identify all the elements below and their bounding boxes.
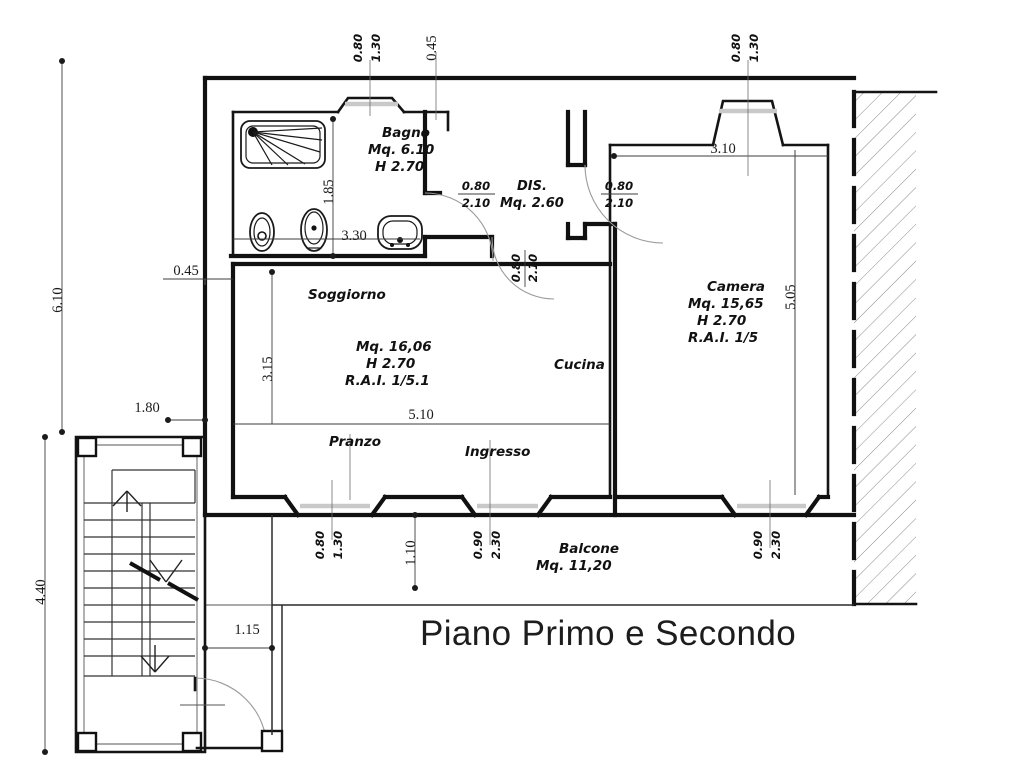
stair-up-arrow bbox=[112, 490, 142, 512]
wc-fixture bbox=[300, 208, 328, 252]
balcone-area: Mq. 11,20 bbox=[536, 558, 612, 574]
pillar bbox=[181, 731, 203, 753]
pillar bbox=[76, 731, 98, 753]
camera-height: H 2.70 bbox=[697, 313, 746, 329]
opening-width: 0.90 bbox=[471, 531, 485, 559]
opening-label-camera-window: 0.80 1.30 bbox=[729, 34, 761, 62]
dim-soggiorno-vertical: 3.15 bbox=[260, 356, 276, 381]
dim-stair-width: 1.80 bbox=[134, 400, 159, 416]
shower-fixture bbox=[240, 120, 326, 169]
room-label-balcone: Balcone Mq. 11,20 bbox=[536, 541, 619, 574]
adjoining-building-hatch bbox=[851, 89, 938, 607]
bagno-height: H 2.70 bbox=[375, 159, 424, 175]
bottom-wall-openings bbox=[282, 494, 831, 518]
opening-height: 2.30 bbox=[489, 531, 503, 559]
bidet-fixture bbox=[249, 212, 275, 252]
washbasin-fixture bbox=[377, 215, 423, 250]
room-label-soggiorno: Soggiorno Mq. 16,06 H 2.70 R.A.I. 1/5.1 bbox=[308, 287, 432, 389]
pillar bbox=[76, 436, 98, 458]
dim-offset-left-top: 0.45 bbox=[424, 35, 440, 60]
dim-stair-offset: 1.15 bbox=[234, 622, 259, 638]
opening-label-pranzo-window: 0.80 1.30 bbox=[313, 531, 345, 559]
camera-name: Camera bbox=[707, 279, 765, 295]
dim-soggiorno-horizontal: 5.10 bbox=[408, 407, 433, 423]
camera-area: Mq. 15,65 bbox=[688, 296, 764, 312]
bagno-name: Bagno bbox=[382, 125, 430, 141]
opening-label-dis-soggiorno-door: 0.80 2.10 bbox=[509, 250, 540, 287]
opening-label-bagno-window: 0.80 1.30 bbox=[351, 34, 383, 62]
opening-width: 0.80 bbox=[605, 179, 633, 193]
dis-name: DIS. bbox=[517, 179, 547, 194]
room-label-bagno: Bagno Mq. 6.10 H 2.70 bbox=[368, 125, 434, 175]
dis-area: Mq. 2.60 bbox=[500, 196, 564, 211]
room-label-cucina: Cucina bbox=[554, 357, 605, 373]
soggiorno-height: H 2.70 bbox=[366, 356, 415, 372]
dim-left-overall: 6.10 bbox=[50, 287, 66, 312]
dim-balcony-depth: 1.10 bbox=[403, 540, 419, 565]
opening-label-camera-balcony-door: 0.90 2.30 bbox=[751, 531, 783, 559]
opening-height: 1.30 bbox=[747, 34, 761, 62]
dim-camera-right: 5.05 bbox=[783, 284, 799, 309]
opening-width: 0.80 bbox=[462, 179, 490, 193]
stair-down-arrow bbox=[140, 645, 170, 673]
door-swing-bagno bbox=[424, 192, 494, 262]
opening-height: 1.30 bbox=[331, 531, 345, 559]
opening-width: 0.90 bbox=[751, 531, 765, 559]
stair-break-marks bbox=[129, 559, 199, 602]
dim-camera-top: 3.10 bbox=[710, 141, 735, 157]
opening-height: 2.30 bbox=[769, 531, 783, 559]
room-label-pranzo: Pranzo bbox=[329, 434, 381, 450]
door-swings bbox=[424, 164, 664, 300]
opening-width: 0.80 bbox=[509, 254, 523, 282]
opening-width: 0.80 bbox=[313, 531, 327, 559]
stairwell bbox=[74, 435, 284, 754]
opening-height: 2.10 bbox=[605, 196, 633, 210]
soggiorno-rai: R.A.I. 1/5.1 bbox=[345, 373, 430, 389]
dim-bagno-horizontal: 3.30 bbox=[341, 228, 366, 244]
bathroom-fixtures bbox=[240, 120, 423, 252]
camera-rai: R.A.I. 1/5 bbox=[688, 330, 758, 346]
room-label-ingresso: Ingresso bbox=[465, 444, 530, 460]
opening-width: 0.80 bbox=[351, 34, 365, 62]
room-label-camera: Camera Mq. 15,65 H 2.70 R.A.I. 1/5 bbox=[688, 279, 765, 346]
opening-height: 2.10 bbox=[462, 196, 490, 210]
dim-bagno-vertical: 1.85 bbox=[321, 179, 337, 204]
opening-height: 2.10 bbox=[526, 254, 540, 282]
door-swing-soggiorno bbox=[491, 236, 555, 300]
dimension-lines bbox=[42, 52, 828, 755]
opening-label-dis-camera-door: 0.80 2.10 bbox=[601, 179, 638, 210]
room-label-dis: DIS. Mq. 2.60 bbox=[500, 179, 564, 211]
opening-height: 1.30 bbox=[369, 34, 383, 62]
dim-left-lower: 4.40 bbox=[33, 579, 49, 604]
pillar bbox=[181, 436, 203, 458]
soggiorno-area: Mq. 16,06 bbox=[356, 339, 432, 355]
bagno-area: Mq. 6.10 bbox=[368, 142, 434, 158]
door-swing-camera bbox=[584, 164, 664, 244]
opening-label-bagno-door: 0.80 2.10 bbox=[458, 179, 495, 210]
opening-label-ingresso-door: 0.90 2.30 bbox=[471, 531, 503, 559]
dim-offset-left-mid: 0.45 bbox=[173, 263, 198, 279]
opening-width: 0.80 bbox=[729, 34, 743, 62]
balcone-name: Balcone bbox=[559, 541, 619, 557]
soggiorno-name: Soggiorno bbox=[308, 287, 386, 303]
plan-title: Piano Primo e Secondo bbox=[420, 614, 796, 653]
